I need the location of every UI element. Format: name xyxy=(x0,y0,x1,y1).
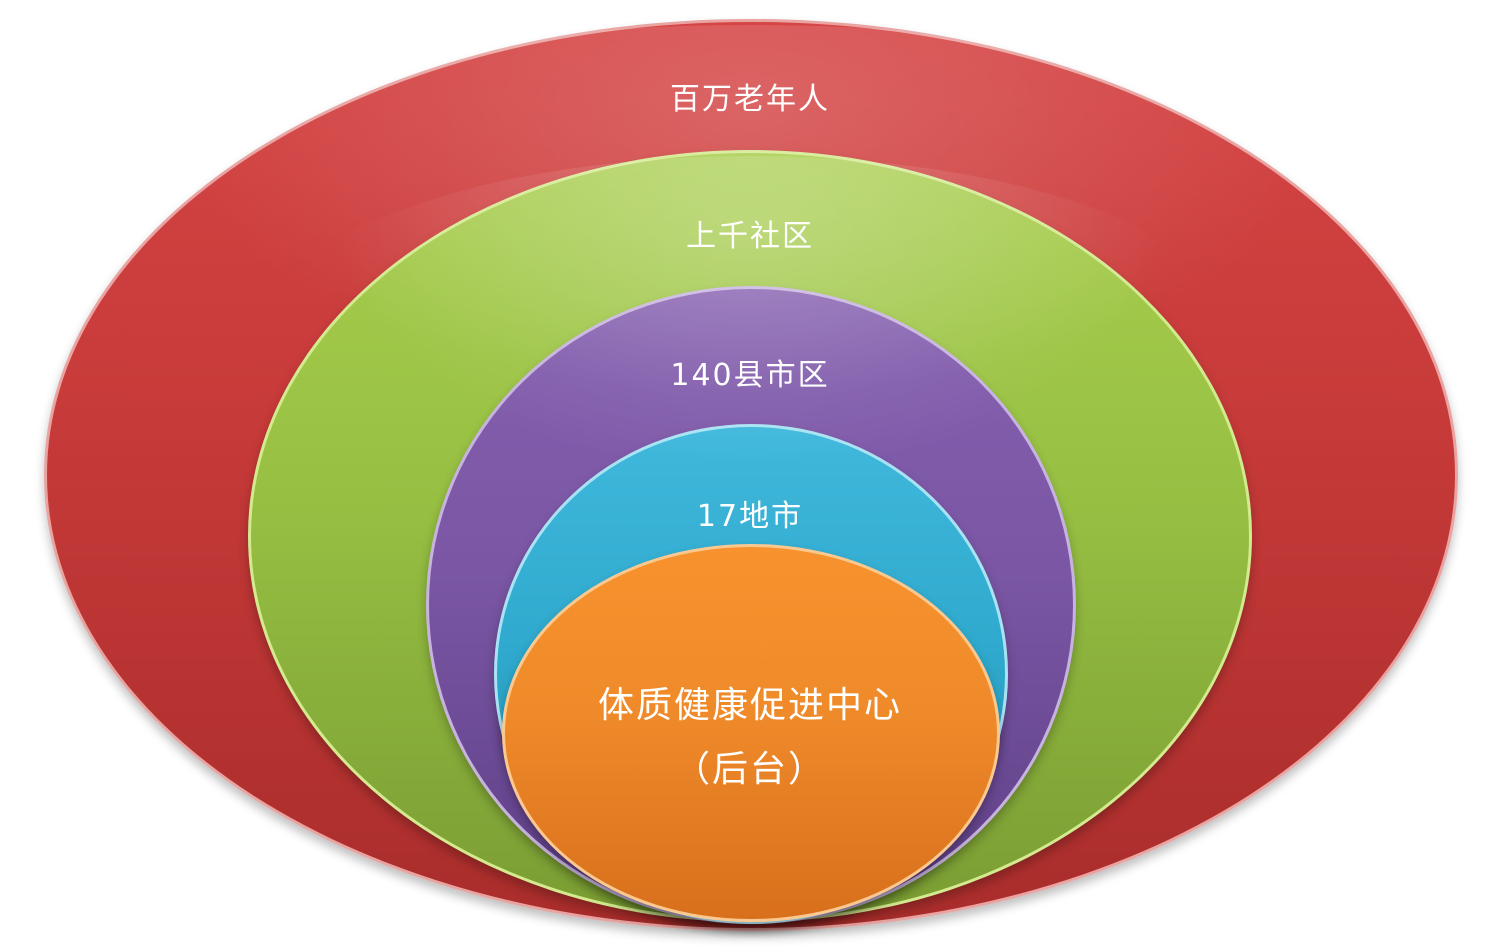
label-million-elderly: 百万老年人 xyxy=(670,82,830,117)
layer-health-center xyxy=(502,544,1000,922)
label-thousand-communities: 上千社区 xyxy=(686,219,814,254)
label-140-counties: 140县市区 xyxy=(670,358,830,393)
label-backend: （后台） xyxy=(673,749,826,790)
label-17-cities: 17地市 xyxy=(696,499,804,534)
label-health-center: 体质健康促进中心 xyxy=(597,685,902,726)
